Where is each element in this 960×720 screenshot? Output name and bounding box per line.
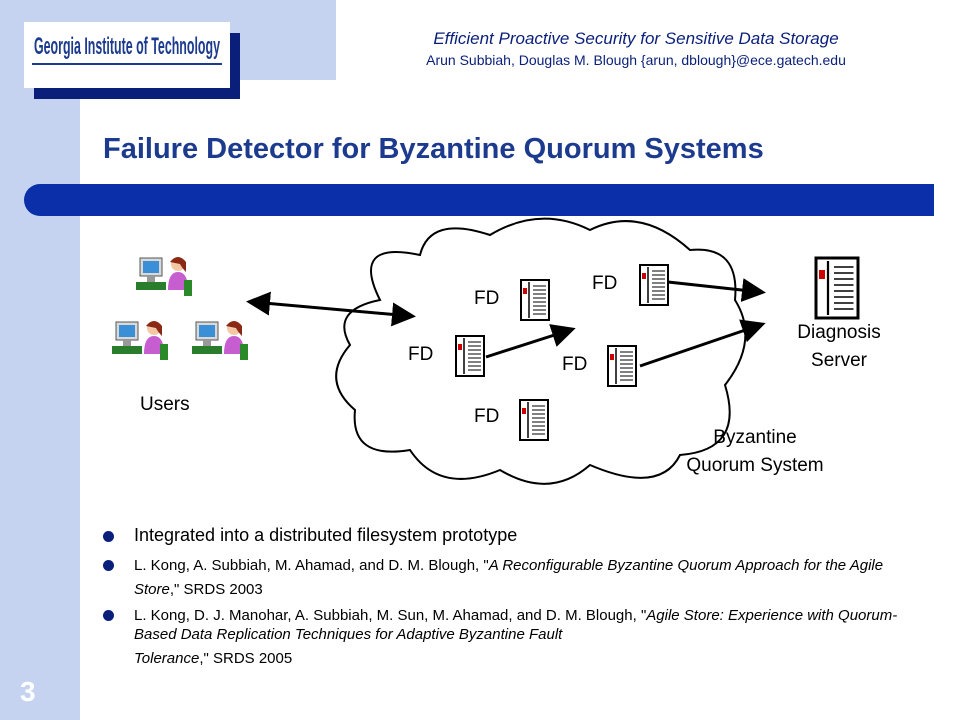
citation-authors: L. Kong, D. J. Manohar, A. Subbiah, M. S…	[134, 607, 647, 624]
citation-venue: ," SRDS 2005	[199, 650, 293, 667]
server-icon	[455, 335, 485, 377]
fd-to-diagnosis-arrow	[667, 278, 766, 302]
slide-title: Failure Detector for Byzantine Quorum Sy…	[103, 133, 764, 165]
server-icon	[639, 264, 669, 306]
citation-authors: L. Kong, A. Subbiah, M. Ahamad, and D. M…	[134, 557, 489, 574]
page-number: 3	[20, 676, 36, 707]
user-icon	[135, 256, 193, 297]
server-icon	[519, 399, 549, 441]
quorum-system-label-2: Quorum System	[686, 455, 824, 476]
diagnosis-server-label-2: Server	[811, 350, 867, 371]
users-to-cloud-arrow	[246, 291, 416, 327]
quorum-system-label-1: Byzantine	[713, 427, 797, 448]
fd-label: FD	[408, 344, 434, 365]
user-icon	[111, 320, 169, 361]
bullet-text: Integrated into a distributed filesystem…	[134, 525, 518, 545]
user-icon	[191, 320, 249, 361]
georgia-tech-logo: Georgia Institute of Technology	[32, 33, 222, 65]
logo-box	[24, 22, 230, 88]
bullet-list: Integrated into a distributed filesystem…	[100, 525, 930, 674]
fd-label: FD	[474, 288, 500, 309]
fd-to-diagnosis-arrow	[639, 319, 766, 368]
authors-line: Arun Subbiah, Douglas M. Blough {arun, d…	[426, 52, 846, 68]
citation-title-end: Tolerance	[134, 650, 200, 667]
fd-label: FD	[562, 354, 588, 375]
server-icon	[607, 345, 637, 387]
diagnosis-server-label-1: Diagnosis	[797, 322, 881, 343]
fd-label: FD	[592, 273, 618, 294]
users-label: Users	[140, 394, 190, 415]
title-bar	[24, 184, 934, 216]
fd-to-fd-arrow	[485, 324, 576, 359]
logo-text: Georgia Institute of Technology	[34, 33, 220, 60]
diagnosis-server-icon	[814, 256, 860, 320]
bullet-item: L. Kong, A. Subbiah, M. Ahamad, and D. M…	[100, 554, 930, 602]
talk-title: Efficient Proactive Security for Sensiti…	[433, 29, 839, 48]
citation-title: Agile Store: Experience with Quorum-Base…	[134, 607, 898, 643]
bullet-item: Integrated into a distributed filesystem…	[100, 525, 930, 546]
server-icon	[520, 279, 550, 321]
fd-label: FD	[474, 406, 500, 427]
citation-venue: ," SRDS 2003	[169, 581, 263, 598]
left-sidebar	[0, 0, 80, 720]
bullet-item: L. Kong, D. J. Manohar, A. Subbiah, M. S…	[100, 606, 930, 674]
citation-title: A Reconfigurable Byzantine Quorum Approa…	[134, 557, 884, 598]
